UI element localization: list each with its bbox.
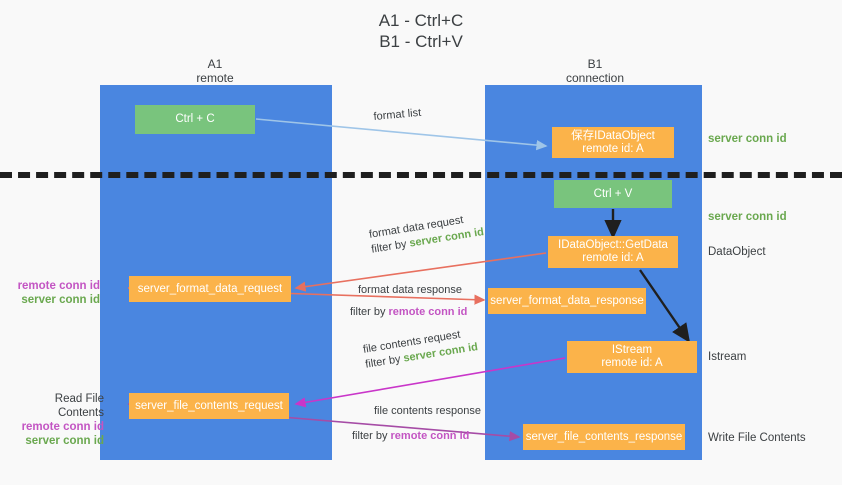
node-getdata[interactable]: IDataObject::GetData remote id: A xyxy=(548,236,678,268)
node-ctrl-c[interactable]: Ctrl + C xyxy=(135,105,255,134)
edge-annotation-file-contents-response-filter: filter by remote conn id xyxy=(352,429,481,444)
right-label-server-conn-id-top: server conn id xyxy=(708,133,787,145)
edge-annotation-file-contents-request: file contents request filter by server c… xyxy=(362,325,479,372)
node-server-file-contents-request[interactable]: server_file_contents_request xyxy=(129,393,289,419)
node-server-format-data-request[interactable]: server_format_data_request xyxy=(129,276,291,302)
right-label-write-file-contents: Write File Contents xyxy=(708,432,806,444)
edge-annotation-file-contents-response-text: file contents response xyxy=(374,405,482,417)
left-label-conn-ids-mid: remote conn id server conn id xyxy=(8,279,100,307)
left-label-read-file-heading: Read File Contents xyxy=(54,393,104,419)
left-label-server-conn-id-mid: server conn id xyxy=(21,294,100,306)
node-save-dataobject[interactable]: 保存IDataObject remote id: A xyxy=(552,127,674,158)
right-label-istream: Istream xyxy=(708,351,747,363)
node-getdata-subtext: remote id: A xyxy=(582,252,644,264)
edge-annotation-file-contents-response: file contents response filter by remote … xyxy=(352,404,481,444)
lane-header-b1: B1 connection xyxy=(510,57,680,85)
edge-annotation-format-data-response-text: format data response xyxy=(358,284,462,296)
left-label-remote-conn-id-mid: remote conn id xyxy=(17,280,100,292)
node-ctrl-v-label: Ctrl + V xyxy=(593,187,633,200)
edge-annotation-format-data-request: format data request filter by server con… xyxy=(368,210,485,257)
node-server-format-data-request-label: server_format_data_request xyxy=(137,282,283,295)
title-line-1: A1 - Ctrl+C xyxy=(378,11,464,30)
lane-a1-name: A1 xyxy=(207,57,223,71)
node-ctrl-c-label: Ctrl + C xyxy=(175,113,215,125)
right-label-server-conn-id-mid: server conn id xyxy=(708,211,787,223)
node-ctrl-v[interactable]: Ctrl + V xyxy=(554,180,672,208)
node-istream-label: IStream xyxy=(611,344,653,356)
node-server-file-contents-response-label: server_file_contents_response xyxy=(525,430,683,443)
node-istream[interactable]: IStream remote id: A xyxy=(567,341,697,373)
lane-a1-subtitle: remote xyxy=(196,71,234,85)
node-server-format-data-response[interactable]: server_format_data_response xyxy=(488,288,646,314)
filter-prefix: filter by xyxy=(352,430,391,442)
lane-b1-subtitle: connection xyxy=(565,71,625,85)
node-server-format-data-response-label: server_format_data_response xyxy=(490,294,644,307)
edge-annotation-format-data-response-filter: filter by remote conn id xyxy=(350,305,467,320)
page-title: A1 - Ctrl+C B1 - Ctrl+V xyxy=(0,10,842,52)
filter-prefix: filter by xyxy=(350,306,389,318)
node-getdata-label: IDataObject::GetData xyxy=(558,239,668,251)
phase-divider xyxy=(0,172,842,178)
right-label-dataobject: DataObject xyxy=(708,246,766,258)
edge-annotation-format-data-response: format data response filter by remote co… xyxy=(350,283,467,320)
node-save-dataobject-label: 保存IDataObject xyxy=(571,129,655,142)
node-server-file-contents-request-label: server_file_contents_request xyxy=(135,399,283,412)
node-server-file-contents-response[interactable]: server_file_contents_response xyxy=(523,424,685,450)
edge-annotation-format-list: format list xyxy=(373,106,422,125)
node-istream-subtext: remote id: A xyxy=(601,357,663,369)
filter-value: remote conn id xyxy=(390,430,470,442)
lane-header-a1: A1 remote xyxy=(130,57,300,85)
title-line-2: B1 - Ctrl+V xyxy=(379,32,463,51)
left-label-remote-conn-id-bottom: remote conn id xyxy=(21,421,104,433)
left-label-server-conn-id-bottom: server conn id xyxy=(25,435,104,447)
left-label-read-file-contents: Read File Contents remote conn id server… xyxy=(8,392,104,448)
lane-b1-name: B1 xyxy=(587,57,603,71)
edge-annotation-format-list-text: format list xyxy=(373,106,422,123)
filter-value: remote conn id xyxy=(388,306,468,318)
node-save-dataobject-subtext: remote id: A xyxy=(582,142,644,155)
